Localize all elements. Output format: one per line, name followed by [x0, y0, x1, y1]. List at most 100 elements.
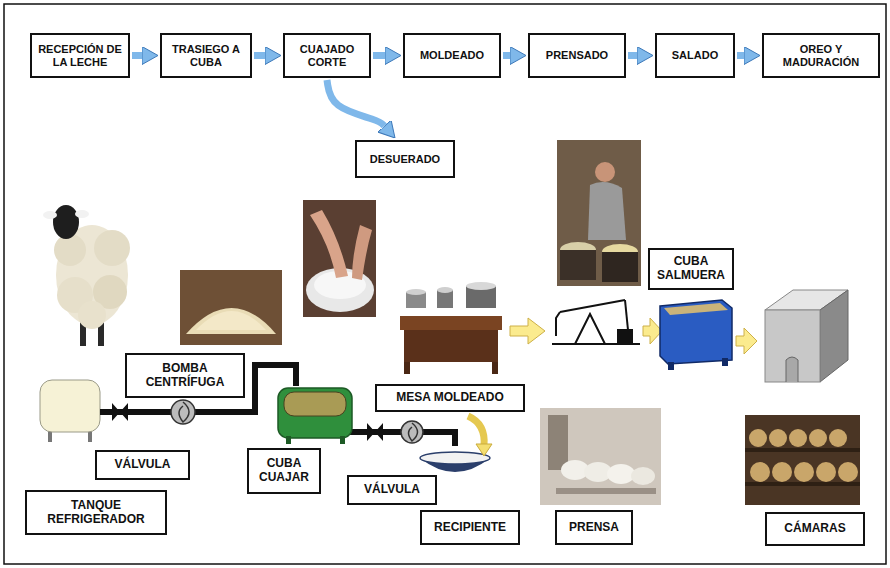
press-photo-part	[548, 415, 568, 470]
press-symbol-part	[625, 300, 628, 330]
process-box: MOLDEADO	[403, 33, 501, 78]
sheep-figure-part	[94, 230, 130, 266]
cheesemaker-photo-part	[595, 162, 615, 182]
box-label: TRASIEGO A CUBA	[168, 43, 244, 68]
moulding-table-part	[400, 316, 502, 330]
equipment-label: BOMBA CENTRÍFUGA	[125, 353, 245, 398]
flow-connector	[327, 80, 384, 126]
box-label: VÁLVULA	[115, 458, 171, 472]
process-box: CUAJADO CORTE	[283, 33, 371, 78]
process-box: RECEPCIÓN DE LA LECHE	[30, 33, 130, 78]
refrigerated-tank	[40, 380, 100, 442]
brine-vat-part	[668, 362, 674, 370]
flow-arrow-part	[736, 328, 757, 354]
moulding-table-part	[404, 362, 410, 374]
sheep-figure	[43, 205, 130, 346]
process-box: SALADO	[655, 33, 735, 78]
brine-vat-part	[722, 358, 728, 366]
curdling-vat	[278, 388, 352, 444]
flow-connector	[254, 52, 265, 59]
press-symbol-part	[556, 312, 560, 336]
curd-hands-photo-part	[303, 200, 376, 317]
cheese-photo-part	[196, 311, 266, 330]
chamber-photo-part-part	[838, 462, 858, 482]
box-label: CUBA SALMUERA	[656, 255, 726, 283]
outer-frame	[4, 4, 886, 564]
centrifugal-pump-symbol-part	[409, 423, 418, 441]
chamber-photo-part	[745, 415, 860, 505]
equipment-label: MESA MOLDEADO	[375, 384, 525, 412]
ripening-building-part	[786, 357, 798, 382]
equipment-label: CUBA SALMUERA	[648, 248, 734, 290]
sheep-figure-part	[43, 211, 57, 219]
press-symbol-part	[618, 330, 632, 344]
flow-connector	[373, 52, 385, 59]
collecting-bowl	[420, 416, 492, 472]
curdling-vat-part	[286, 436, 291, 444]
press-symbol	[552, 300, 640, 344]
flow-connector	[737, 52, 744, 59]
ripening-building	[765, 290, 848, 382]
equipment-label: CÁMARAS	[765, 512, 865, 546]
press-photo-part	[631, 467, 655, 485]
centrifugal-pump-symbol-part	[171, 400, 195, 424]
ripening-building-part	[820, 290, 848, 382]
chamber-photo-part-part	[749, 429, 767, 447]
box-label: DESUERADO	[370, 153, 440, 166]
box-label: VÁLVULA	[364, 483, 420, 497]
centrifugal-pump-symbol-part	[179, 402, 189, 422]
collecting-bowl-part	[420, 452, 490, 464]
box-label: RECEPCIÓN DE LA LECHE	[38, 43, 122, 68]
brine-vat-part	[660, 300, 732, 364]
press-photo-part	[556, 488, 656, 494]
box-label: MESA MOLDEADO	[396, 391, 504, 405]
process-box: DESUERADO	[355, 140, 455, 178]
chamber-photo-part	[745, 448, 860, 452]
press-photo	[540, 408, 661, 505]
cheesemaker-photo-part	[557, 140, 641, 286]
flow-connector	[628, 52, 637, 59]
valve-symbol-part	[112, 403, 128, 421]
sheep-figure-part	[78, 301, 106, 329]
chamber-photo-part-part	[789, 429, 807, 447]
press-photo-part	[540, 408, 661, 505]
valve-symbol-part	[367, 423, 383, 441]
curdling-vat-part	[340, 436, 345, 444]
equipment-label: PRENSA	[555, 510, 633, 545]
box-label: RECIPIENTE	[434, 521, 506, 535]
collecting-bowl-part	[476, 444, 492, 456]
box-label: MOLDEADO	[420, 49, 484, 62]
chamber-photo-part-part	[816, 462, 836, 482]
cheese-photo-part	[180, 270, 282, 345]
process-box: TRASIEGO A CUBA	[160, 33, 252, 78]
equipment-label: RECIPIENTE	[420, 510, 520, 545]
moulding-table-part	[437, 287, 453, 293]
curdling-vat-part	[284, 392, 346, 416]
chamber-photo-part-part	[750, 462, 770, 482]
box-label: BOMBA CENTRÍFUGA	[133, 362, 237, 390]
sheep-figure-part	[53, 205, 79, 239]
flow-connector	[503, 52, 510, 59]
equipment-label: VÁLVULA	[95, 450, 190, 480]
moulding-table-part	[466, 282, 496, 290]
curd-hands-photo	[303, 200, 376, 317]
flow-arrow-part	[510, 318, 545, 344]
box-label: CUAJADO CORTE	[291, 43, 363, 68]
moulding-table-part	[492, 362, 498, 374]
brine-vat	[660, 300, 732, 370]
moulding-table-part	[406, 289, 426, 295]
box-label: CÁMARAS	[784, 522, 845, 536]
cheesemaker-photo	[557, 140, 641, 286]
cheese-photo-part	[186, 308, 276, 334]
press-symbol-part	[575, 314, 605, 344]
process-box: OREO Y MADURACIÓN	[762, 33, 880, 78]
ripening-building-part	[765, 310, 820, 382]
sheep-figure-part	[75, 210, 89, 218]
cheesemaker-photo-part	[560, 250, 596, 280]
curd-hands-photo-part	[310, 210, 348, 278]
chamber-photo-part	[749, 429, 858, 482]
centrifugal-pump-symbol-part	[401, 421, 423, 443]
chamber-photo-part	[745, 482, 860, 486]
